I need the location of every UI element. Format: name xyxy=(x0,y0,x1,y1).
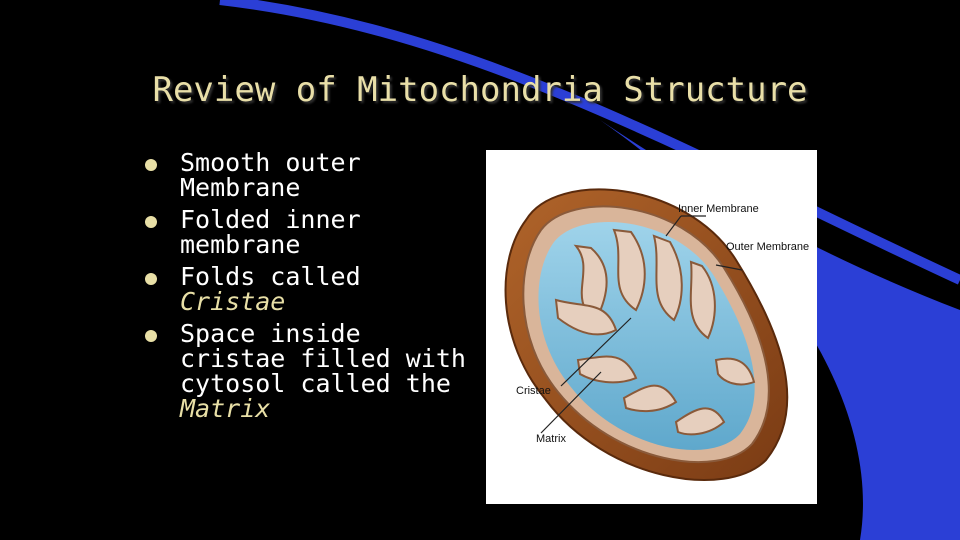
bullet-item: Folds called Cristae xyxy=(140,264,475,314)
bullet-dot-icon xyxy=(145,159,157,171)
slide-title: Review of Mitochondria Structure xyxy=(0,70,960,110)
bullet-dot-icon xyxy=(145,216,157,228)
mitochondrion-illustration: Inner Membrane Outer Membrane Cristae Ma… xyxy=(486,150,817,504)
bullet-dot-icon xyxy=(145,330,157,342)
bullet-item: Smooth outer Membrane xyxy=(140,150,475,200)
bullet-item: Space inside cristae filled with cytosol… xyxy=(140,321,475,421)
bullet-text: Folded inner membrane xyxy=(180,205,361,259)
label-outer-membrane: Outer Membrane xyxy=(726,241,809,253)
bullet-text: Smooth outer Membrane xyxy=(180,148,361,202)
bullet-list: Smooth outer Membrane Folded inner membr… xyxy=(140,150,475,428)
label-cristae: Cristae xyxy=(516,385,551,397)
bullet-item: Folded inner membrane xyxy=(140,207,475,257)
bullet-term-cristae: Cristae xyxy=(180,287,285,316)
mitochondrion-figure: Inner Membrane Outer Membrane Cristae Ma… xyxy=(486,150,817,504)
bullet-text: Space inside cristae filled with cytosol… xyxy=(180,319,466,398)
label-matrix: Matrix xyxy=(536,433,566,445)
bullet-dot-icon xyxy=(145,273,157,285)
label-inner-membrane-1: Inner Membrane xyxy=(678,203,759,215)
bullet-term-matrix: Matrix xyxy=(180,394,270,423)
